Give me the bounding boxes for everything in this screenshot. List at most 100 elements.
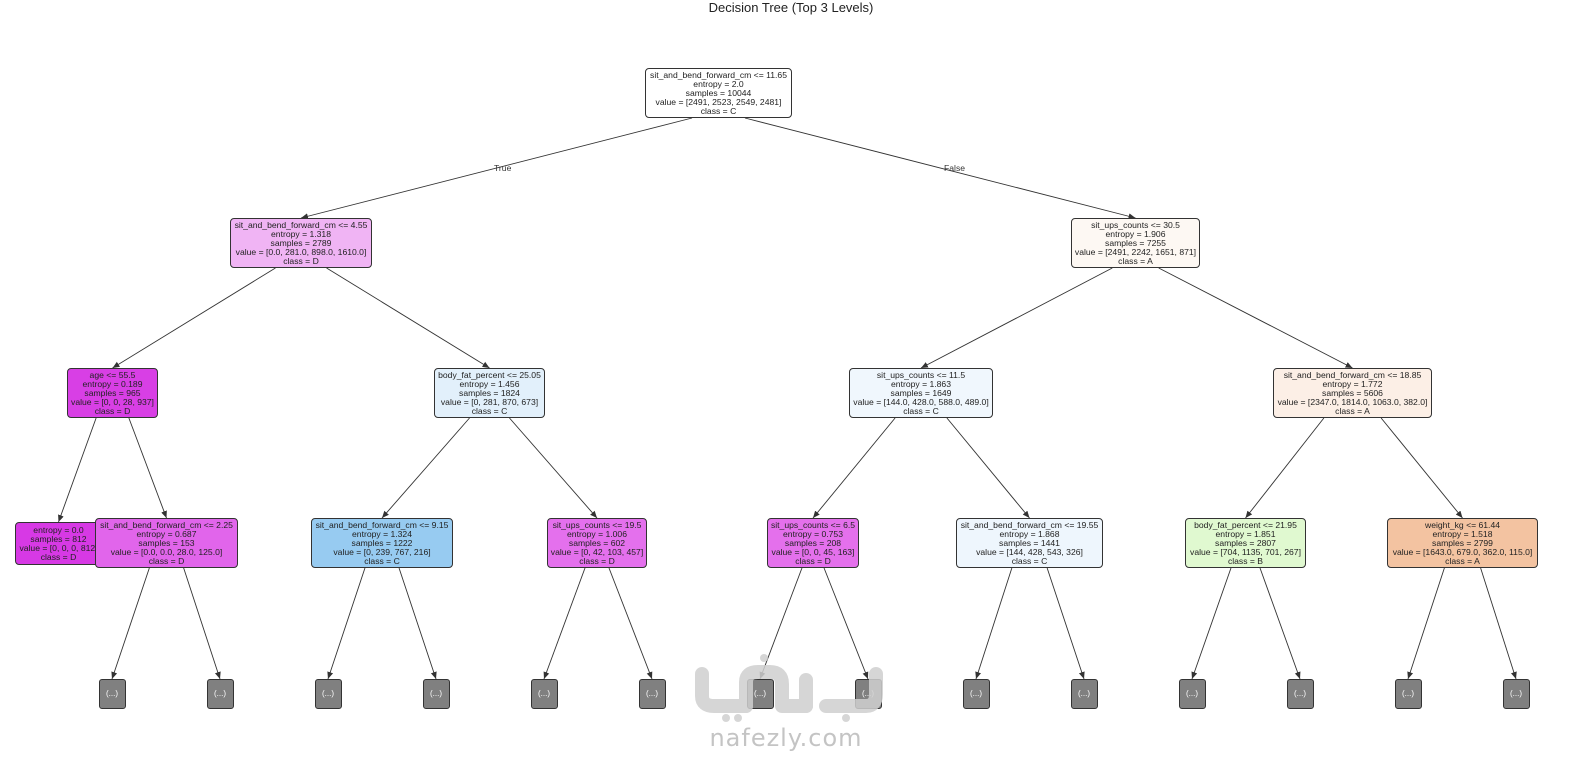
node-line: entropy = 0.687 (136, 529, 197, 540)
tree-edge-hidden (398, 567, 437, 680)
node-line: class = C (903, 406, 939, 417)
node-line: value = [0.0, 0.0, 28.0, 125.0] (110, 547, 223, 558)
tree-edge-hidden (111, 567, 150, 680)
node-line: value = [0, 0, 28, 937] (71, 397, 154, 408)
node-line: samples = 2789 (270, 238, 332, 249)
node-line: sit_ups_counts <= 11.5 (876, 370, 966, 380)
node-line: sit_and_bend_forward_cm <= 18.85 (1283, 370, 1422, 380)
tree-edge (1380, 417, 1463, 519)
node-line: value = [0, 42, 103, 457] (550, 547, 644, 558)
hidden-leaf-node: (...) (1394, 679, 1422, 709)
node-line: value = [0, 281, 870, 673] (440, 397, 539, 408)
node-line: entropy = 1.863 (891, 379, 951, 390)
node-line: class = B (1227, 556, 1264, 567)
hidden-leaf-node: (...) (638, 679, 666, 709)
node-line: samples = 1222 (351, 538, 413, 549)
node-line: samples = 153 (138, 538, 195, 549)
node-line: entropy = 0.189 (82, 379, 143, 390)
node-line: entropy = 1.772 (1322, 379, 1383, 390)
node-line: sit_ups_counts <= 30.5 (1091, 220, 1180, 230)
hidden-leaf-node: (...) (422, 679, 450, 709)
hidden-leaf-node: (...) (1502, 679, 1530, 709)
tree-edge (812, 417, 896, 519)
tree-edge (946, 417, 1030, 519)
tree-edge-hidden (327, 567, 366, 680)
tree-edge-hidden (608, 567, 653, 680)
node-line: class = D (40, 552, 77, 563)
node-line: value = [144.0, 428.0, 588.0, 489.0] (853, 397, 989, 408)
node-line: sit_and_bend_forward_cm <= 19.55 (960, 520, 1099, 530)
hidden-leaf-node: (...) (206, 679, 234, 709)
tree-edge-hidden (1191, 567, 1232, 680)
node-line: class = C (364, 556, 400, 567)
node-line: samples = 602 (568, 538, 626, 549)
node-line: entropy = 1.518 (1432, 529, 1493, 540)
tree-edge (58, 417, 97, 523)
node-line: samples = 1441 (999, 538, 1060, 549)
node-line: samples = 2807 (1215, 538, 1276, 549)
tree-edge-hidden (1046, 567, 1085, 680)
node-line: class = C (1011, 556, 1048, 567)
node-line: weight_kg <= 61.44 (1424, 520, 1500, 530)
node-line: value = [2491, 2242, 1651, 871] (1074, 247, 1197, 258)
node-line: entropy = 1.006 (567, 529, 627, 540)
tree-edge-hidden (1407, 567, 1445, 680)
node-line: body_fat_percent <= 21.95 (1194, 520, 1297, 530)
tree-edge (381, 417, 470, 519)
node-line: samples = 1649 (890, 388, 952, 399)
tree-edge (112, 267, 276, 369)
tree-edge-hidden (183, 567, 221, 680)
diagram-title: Decision Tree (Top 3 Levels) (708, 0, 874, 15)
node-line: class = D (283, 256, 319, 267)
hidden-leaf-node: (...) (98, 679, 126, 709)
node-line: class = D (795, 556, 831, 567)
tree-edge (509, 417, 598, 519)
node-line: class = C (700, 106, 737, 117)
node-line: value = [2491, 2523, 2549, 2481] (655, 97, 782, 108)
node-line: samples = 7255 (1105, 238, 1166, 249)
tree-edge (920, 267, 1113, 369)
node-line: samples = 5606 (1322, 388, 1383, 399)
node-line: value = [2347.0, 1814.0, 1063.0, 382.0] (1277, 397, 1428, 408)
node-line: value = [0, 0, 0, 812] (19, 543, 98, 554)
node-line: entropy = 1.868 (999, 529, 1060, 540)
hidden-leaf-node: (...) (962, 679, 990, 709)
node-line: value = [144, 428, 543, 326] (976, 547, 1083, 558)
node-line: class = A (1335, 406, 1370, 417)
node-line: sit_and_bend_forward_cm <= 9.15 (315, 520, 449, 530)
tree-edge-hidden (543, 567, 586, 680)
node-line: sit_and_bend_forward_cm <= 11.65 (650, 70, 787, 80)
tree-edge (744, 117, 1136, 220)
node-line: samples = 10044 (685, 88, 752, 99)
node-line: age <= 55.5 (89, 370, 136, 380)
node-line: entropy = 2.0 (693, 79, 744, 90)
node-line: class = D (579, 556, 615, 567)
node-line: class = D (94, 406, 131, 417)
node-line: entropy = 0.753 (783, 529, 843, 540)
tree-edge (1158, 267, 1353, 369)
node-line: sit_ups_counts <= 6.5 (770, 520, 856, 530)
tree-edge (300, 117, 693, 220)
tree-edge (128, 417, 167, 519)
node-line: value = [704, 1135, 701, 267] (1190, 547, 1301, 558)
node-line: samples = 812 (30, 534, 87, 545)
tree-edge (326, 267, 490, 369)
tree-edge-hidden (1259, 567, 1301, 680)
node-line: value = [0, 0, 45, 163] (771, 547, 855, 558)
watermark-url: nafezly.com (709, 724, 863, 752)
node-line: body_fat_percent <= 25.05 (438, 370, 541, 380)
